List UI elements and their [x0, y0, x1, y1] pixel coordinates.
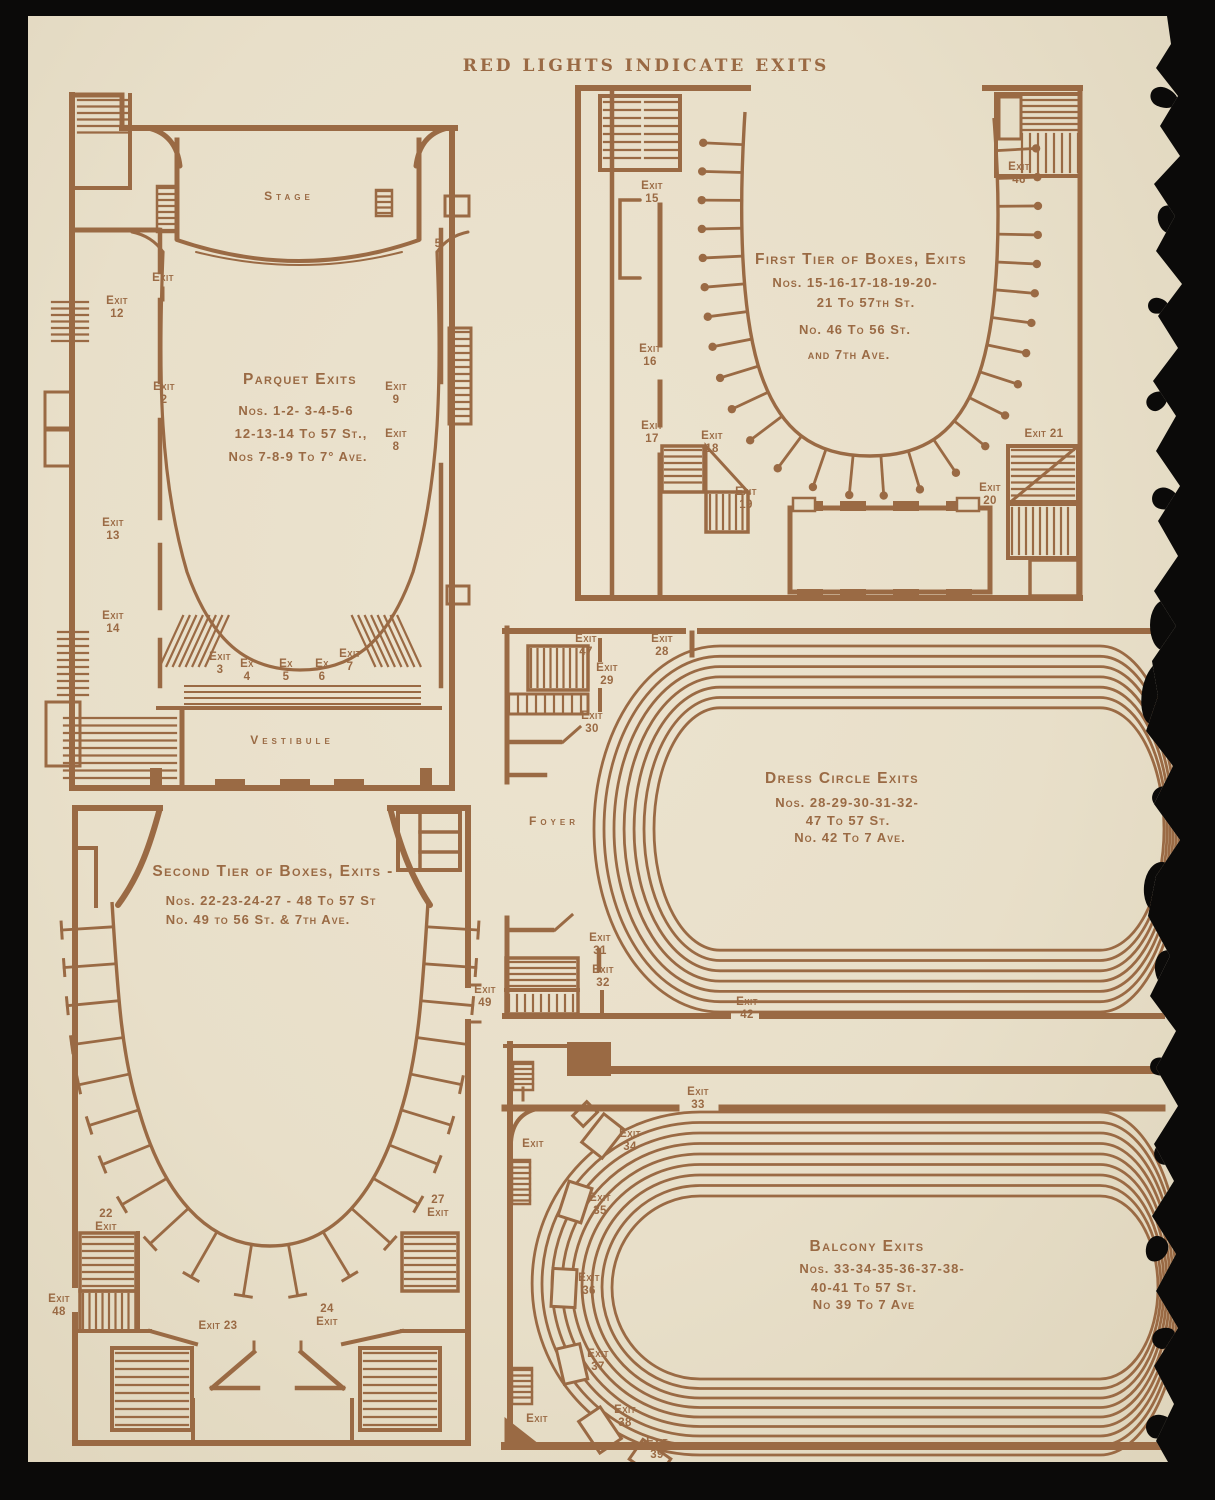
tear-hole	[1154, 201, 1182, 237]
exit-label: 5	[434, 238, 442, 250]
tear-hole	[1141, 860, 1182, 914]
exit-label: Exit	[526, 1413, 548, 1425]
plan-note-line: No. 46 To 56 St.	[798, 322, 912, 337]
plan-note-line: 21 To 57th St.	[816, 295, 916, 310]
plan-note-line: and 7th Ave.	[807, 347, 891, 362]
exit-label: Exit 21	[1024, 428, 1064, 440]
plan-note-line: Nos. 28-29-30-31-32-	[775, 795, 919, 810]
tear-hole	[1136, 657, 1182, 729]
tear-hole	[1147, 1054, 1175, 1080]
tear-hole	[1149, 783, 1181, 811]
tear-hole	[1152, 948, 1182, 990]
plan-note-line: Nos 7-8-9 To 7° Ave.	[228, 449, 368, 464]
second-tier-plan	[115, 805, 433, 908]
tear-hole	[1143, 1233, 1171, 1265]
plan-heading: Parquet Exits	[242, 371, 358, 388]
exit-label: Exit	[522, 1138, 544, 1150]
tear-hole	[1149, 1324, 1179, 1352]
plan-heading: Second Tier of Boxes, Exits -	[152, 863, 394, 880]
plan-note-line: No. 49 to 56 St. & 7th Ave.	[165, 912, 351, 927]
plan-note-line: 47 To 57 St.	[805, 813, 891, 828]
vestibule-label: Vestibule	[250, 733, 334, 747]
plan-note-line: Nos. 15-16-17-18-19-20-	[772, 275, 938, 290]
dress-circle-plan	[592, 644, 1182, 1014]
plan-heading: Balcony Exits	[809, 1238, 925, 1255]
plan-note-line: 40-41 To 57 St.	[810, 1280, 918, 1295]
tear-hole	[1144, 1413, 1176, 1441]
plan-note-line: Nos. 22-23-24-27 - 48 To 57 St	[165, 893, 377, 908]
tear-hole	[1147, 83, 1181, 113]
plan-heading: Dress Circle Exits	[765, 770, 919, 787]
tear-hole	[1150, 600, 1182, 650]
plan-note-line: No 39 To 7 Ave	[812, 1297, 916, 1312]
program-page: RED LIGHTS INDICATE EXITS Stage Parquet …	[28, 16, 1182, 1462]
tear-hole	[1143, 387, 1171, 415]
exit-label: Exit 23	[198, 1320, 238, 1332]
page-title: RED LIGHTS INDICATE EXITS	[462, 56, 830, 76]
tear-hole	[1151, 1138, 1182, 1168]
tear-hole	[1149, 484, 1181, 514]
foyer-label: Foyer	[528, 814, 580, 828]
plan-note-line: 12-13-14 To 57 St.,	[234, 426, 368, 441]
plan-heading: First Tier of Boxes, Exits	[754, 251, 968, 268]
exit-label: Exit	[152, 272, 174, 284]
tear-hole	[1146, 296, 1170, 316]
stage-label: Stage	[264, 189, 314, 203]
plan-note-line: Nos. 1-2- 3-4-5-6	[238, 403, 354, 418]
plan-note-line: Nos. 33-34-35-36-37-38-	[799, 1261, 965, 1276]
plan-note-line: No. 42 To 7 Ave.	[794, 830, 906, 845]
